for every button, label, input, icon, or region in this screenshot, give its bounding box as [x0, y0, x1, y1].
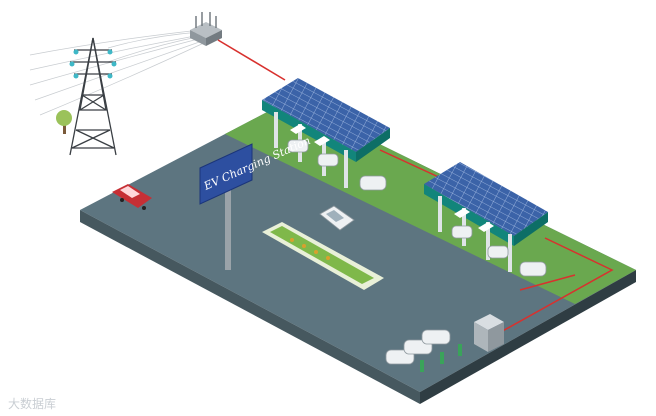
substation [190, 12, 222, 46]
transmission-tower [70, 38, 116, 155]
power-lines [30, 30, 206, 115]
tree [56, 110, 72, 134]
watermark-text: 大数据库 [8, 396, 56, 411]
power-cable [218, 40, 285, 80]
watermark: 大数据库 [8, 396, 56, 411]
